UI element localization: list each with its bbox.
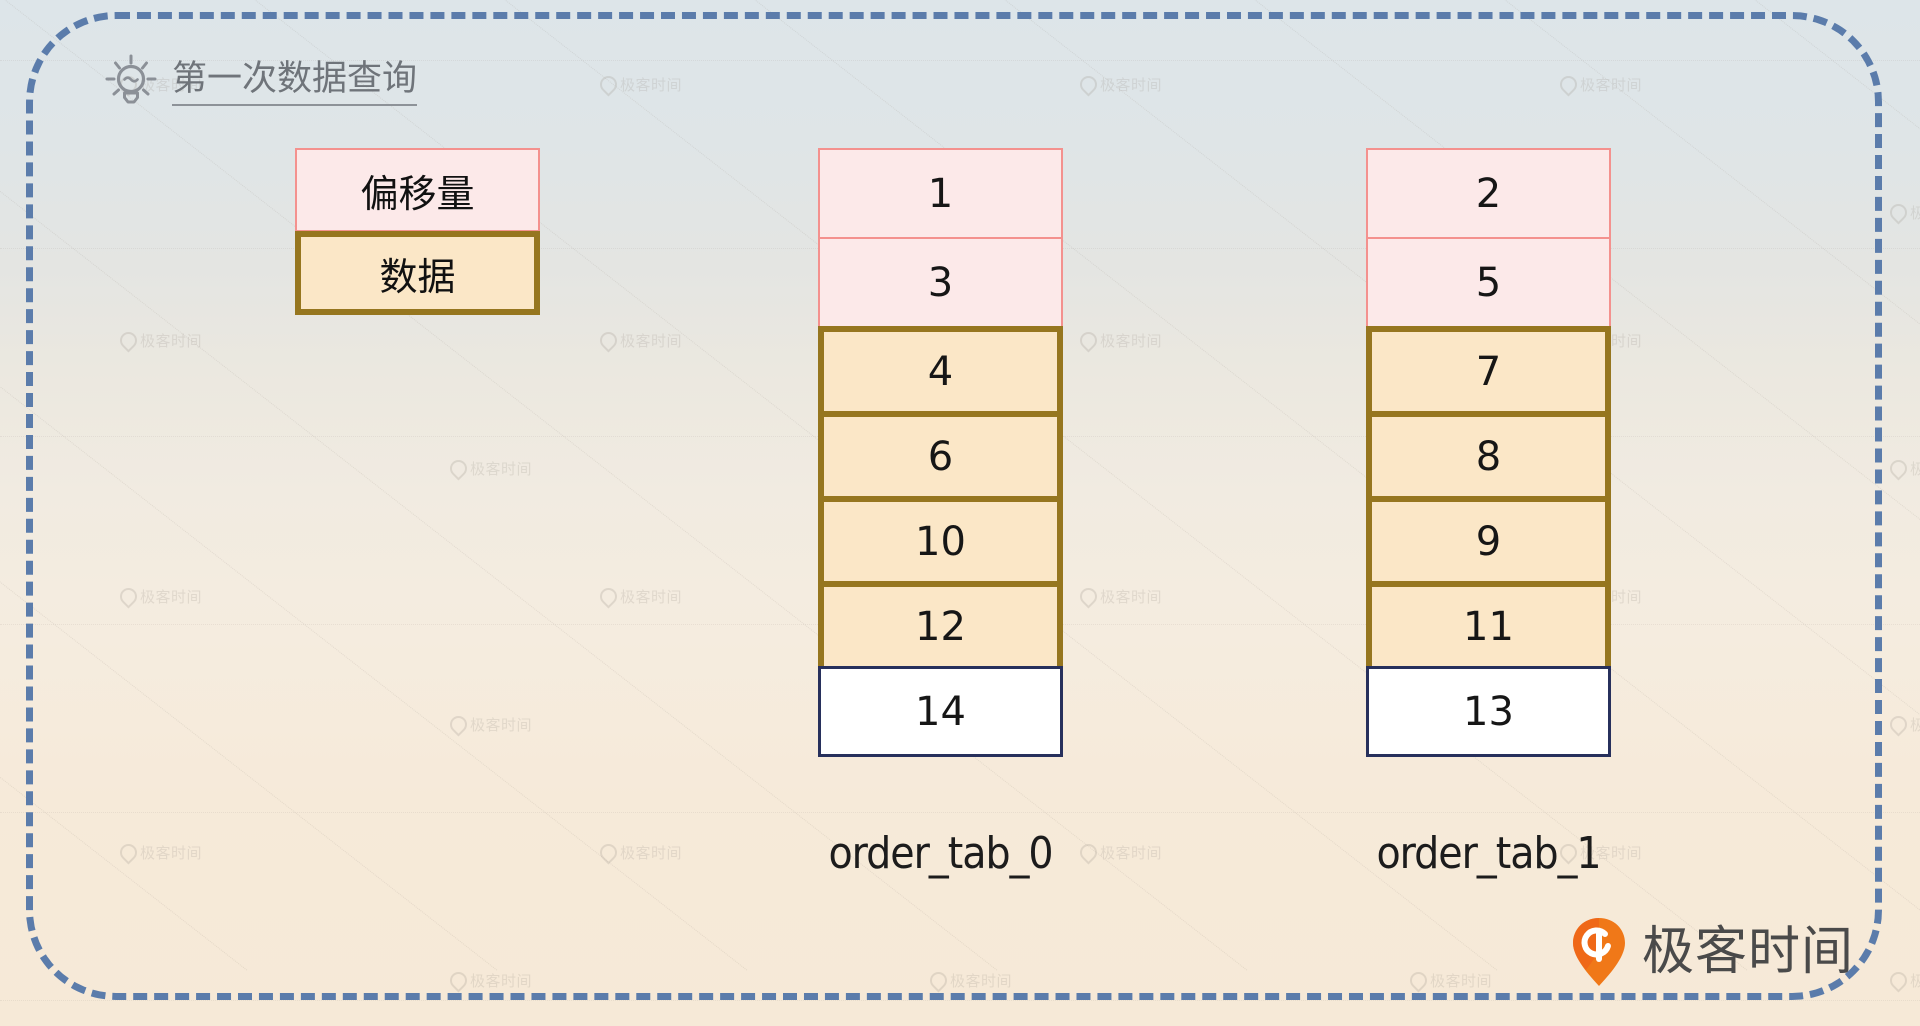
watermark-text: 极客时间 bbox=[926, 968, 1012, 993]
watermark-pin-icon bbox=[1886, 456, 1911, 481]
watermark-pin-icon bbox=[446, 968, 471, 993]
watermark-text: 极客时间 bbox=[446, 456, 532, 481]
watermark-pin-icon bbox=[596, 840, 621, 865]
watermark-text: 极客时间 bbox=[116, 584, 202, 609]
watermark-text: 极客时间 bbox=[1076, 72, 1162, 97]
watermark-line bbox=[499, 0, 1920, 971]
table-row: 4 bbox=[818, 326, 1063, 417]
legend: 偏移量 数据 bbox=[295, 148, 540, 315]
watermark-line bbox=[1749, 0, 1920, 971]
watermark-text: 极客时间 bbox=[596, 328, 682, 353]
watermark-pin-icon bbox=[1076, 840, 1101, 865]
table-row: 11 bbox=[1366, 581, 1611, 672]
watermark-line bbox=[0, 0, 248, 971]
watermark-pin-icon bbox=[446, 712, 471, 737]
watermark-line bbox=[0, 0, 498, 971]
watermark-pin-icon bbox=[116, 584, 141, 609]
watermark-pin-icon bbox=[926, 968, 951, 993]
watermark-pin-icon bbox=[446, 456, 471, 481]
watermark-text: 极客时间 bbox=[1076, 328, 1162, 353]
table-row: 8 bbox=[1366, 411, 1611, 502]
table-row: 5 bbox=[1366, 237, 1611, 328]
brand-name: 极客时间 bbox=[1641, 922, 1854, 982]
table-row: 9 bbox=[1366, 496, 1611, 587]
watermark-text: 极客时间 bbox=[596, 840, 682, 865]
watermark-text: 极客时间 bbox=[596, 584, 682, 609]
table-row: 3 bbox=[818, 237, 1063, 328]
watermark-line bbox=[0, 0, 1498, 971]
watermark-text: 极客时间 bbox=[1076, 584, 1162, 609]
table-label-order-tab-0: order_tab_0 bbox=[828, 828, 1053, 879]
table-row: 1 bbox=[818, 148, 1063, 239]
watermark-text: 极客时间 bbox=[1886, 200, 1920, 225]
watermark-line bbox=[0, 812, 1920, 813]
table-row: 7 bbox=[1366, 326, 1611, 417]
watermark-text: 极客时间 bbox=[1886, 968, 1920, 993]
table-label-order-tab-1: order_tab_1 bbox=[1376, 828, 1601, 879]
page-title-row: 第一次数据查询 bbox=[104, 54, 418, 112]
watermark-text: 极客时间 bbox=[116, 328, 202, 353]
watermark-pin-icon bbox=[596, 328, 621, 353]
watermark-text: 极客时间 bbox=[1406, 968, 1492, 993]
legend-data-swatch: 数据 bbox=[295, 231, 540, 315]
table-row: 12 bbox=[818, 581, 1063, 672]
watermark-pin-icon bbox=[1076, 328, 1101, 353]
table-row: 13 bbox=[1366, 666, 1611, 757]
watermark-text: 极客时间 bbox=[1556, 72, 1642, 97]
watermark-pin-icon bbox=[1886, 200, 1911, 225]
watermark-pin-icon bbox=[1406, 968, 1431, 993]
watermark-pin-icon bbox=[1076, 72, 1101, 97]
legend-offset-swatch: 偏移量 bbox=[295, 148, 540, 232]
watermark-text: 极客时间 bbox=[116, 840, 202, 865]
watermark-pin-icon bbox=[596, 72, 621, 97]
watermark-pin-icon bbox=[1886, 968, 1911, 993]
watermark-text: 极客时间 bbox=[446, 712, 532, 737]
watermark-pin-icon bbox=[1556, 72, 1581, 97]
geekbang-pin-icon bbox=[1570, 916, 1628, 988]
table-row: 6 bbox=[818, 411, 1063, 502]
table-row: 10 bbox=[818, 496, 1063, 587]
watermark-text: 极客时间 bbox=[1886, 712, 1920, 737]
watermark-line bbox=[0, 0, 748, 971]
watermark-pin-icon bbox=[1076, 584, 1101, 609]
watermark-text: 极客时间 bbox=[1886, 456, 1920, 481]
page-title: 第一次数据查询 bbox=[172, 60, 418, 106]
table-row: 2 bbox=[1366, 148, 1611, 239]
watermark-text: 极客时间 bbox=[1076, 840, 1162, 865]
watermark-text: 极客时间 bbox=[596, 72, 682, 97]
watermark-pin-icon bbox=[116, 840, 141, 865]
watermark-line bbox=[0, 1000, 1920, 1001]
watermark-pin-icon bbox=[116, 328, 141, 353]
watermark-pin-icon bbox=[596, 584, 621, 609]
brand-logo: 极客时间 bbox=[1570, 916, 1854, 988]
watermark-text: 极客时间 bbox=[446, 968, 532, 993]
lightbulb-icon bbox=[104, 54, 158, 112]
table-row: 14 bbox=[818, 666, 1063, 757]
watermark-pin-icon bbox=[1886, 712, 1911, 737]
